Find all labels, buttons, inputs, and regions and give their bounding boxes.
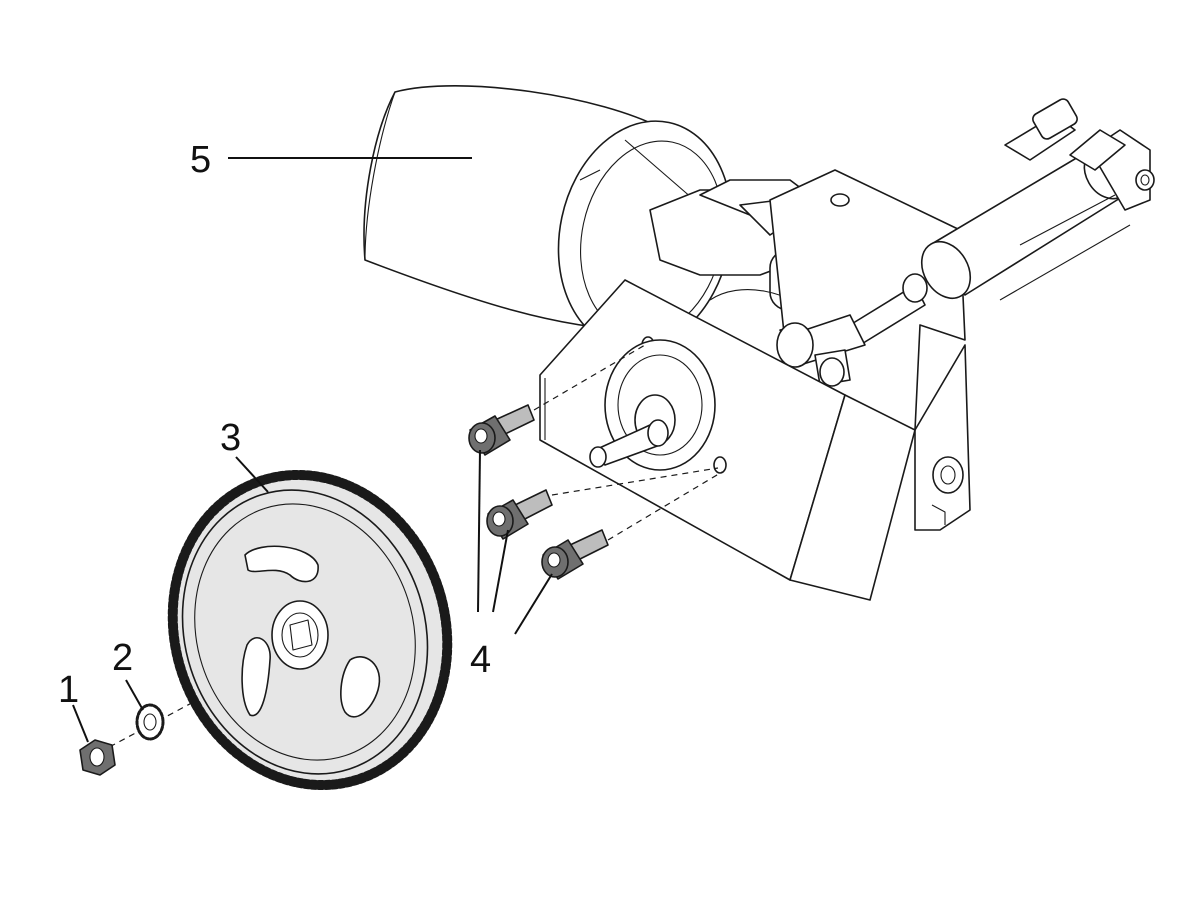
callout-3: 3 bbox=[220, 417, 241, 459]
leader-4c bbox=[514, 573, 553, 635]
screw-bottom bbox=[541, 529, 609, 580]
callout-labels: 1 2 3 4 5 bbox=[58, 139, 491, 711]
gear-slot-left bbox=[241, 637, 271, 717]
nut bbox=[79, 739, 116, 776]
gear-slot-top bbox=[244, 545, 319, 583]
gear bbox=[167, 469, 453, 791]
leader-1 bbox=[72, 704, 89, 743]
mounting-plate bbox=[539, 279, 916, 601]
socket-head-screws bbox=[468, 404, 609, 580]
motor-body bbox=[363, 85, 733, 350]
lock-washer bbox=[135, 703, 165, 741]
leader-4a bbox=[477, 449, 481, 613]
callout-4: 4 bbox=[470, 639, 491, 681]
callout-2: 2 bbox=[112, 637, 133, 679]
leader-2 bbox=[125, 679, 144, 711]
leader-3 bbox=[235, 456, 269, 493]
screw-middle bbox=[486, 489, 553, 540]
gear-slot-right bbox=[340, 656, 381, 718]
pneumatic-cylinder bbox=[776, 98, 1155, 387]
screw-top bbox=[468, 404, 535, 456]
callout-5: 5 bbox=[190, 139, 211, 181]
motor-assembly bbox=[363, 85, 1155, 601]
callout-1: 1 bbox=[58, 669, 79, 711]
leader-4b bbox=[492, 529, 509, 613]
leader-lines bbox=[72, 157, 553, 743]
